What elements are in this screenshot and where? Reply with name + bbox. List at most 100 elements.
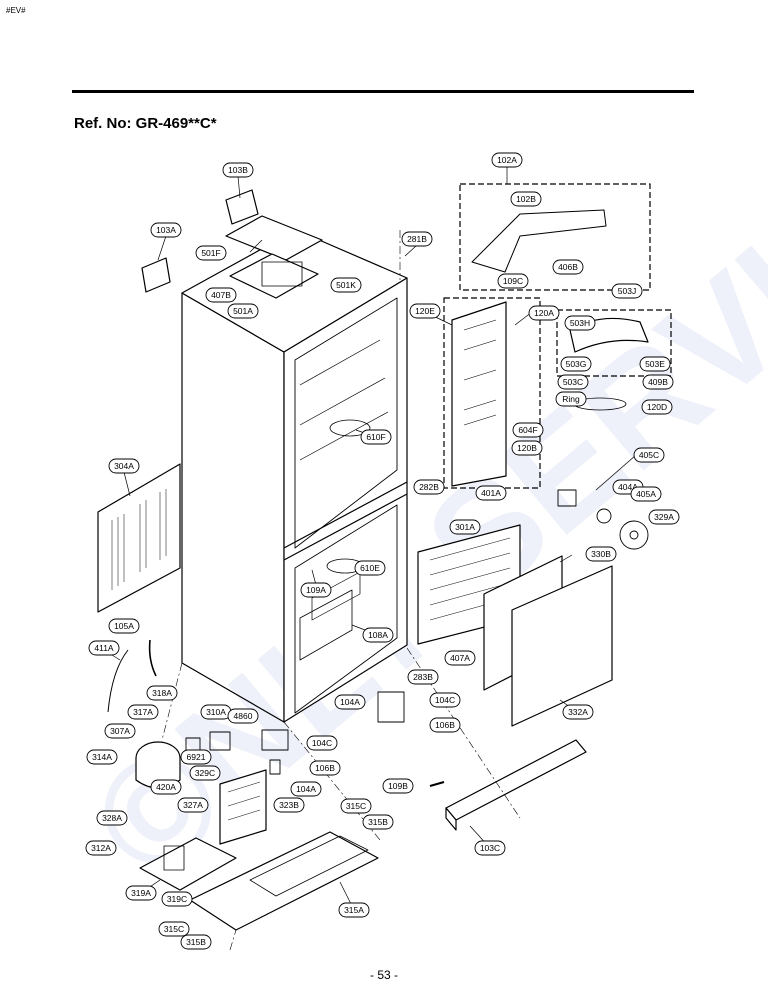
- callout-oval: [127, 704, 159, 720]
- callout-oval: [409, 303, 441, 319]
- callout-oval: [360, 429, 392, 445]
- callout-oval: [475, 485, 507, 501]
- cabinet-body: [181, 229, 408, 723]
- callout-label: 105A: [114, 621, 134, 631]
- callout-label: 103B: [228, 165, 248, 175]
- callout-label: 501A: [233, 306, 253, 316]
- callout-label: 501F: [201, 248, 220, 258]
- callout-label: 501K: [336, 280, 356, 290]
- part-callout-103a: 103A: [150, 222, 182, 238]
- part-callout-420a: 420A: [150, 779, 182, 795]
- part-callout-323b: 323B: [273, 797, 305, 813]
- callout-oval: [158, 921, 190, 937]
- callout-label: 304A: [114, 461, 134, 471]
- callout-oval: [180, 934, 212, 950]
- callout-label: 329A: [654, 512, 674, 522]
- callout-oval: [290, 781, 322, 797]
- callout-label: 420A: [156, 782, 176, 792]
- callout-oval: [309, 760, 341, 776]
- callout-label: 405A: [636, 489, 656, 499]
- callout-label: 104C: [435, 695, 455, 705]
- callout-oval: [413, 479, 445, 495]
- corner-tag: #EV#: [6, 6, 26, 15]
- part-callout-315b: 315B: [180, 934, 212, 950]
- callout-label: 409B: [648, 377, 668, 387]
- callout-label: 407B: [211, 290, 231, 300]
- callout-oval: [85, 840, 117, 856]
- callout-oval: [88, 640, 120, 656]
- callout-oval: [611, 283, 643, 299]
- part-callout-120b: 120B: [511, 440, 543, 456]
- callout-label: 330B: [591, 549, 611, 559]
- callout-oval: [104, 723, 136, 739]
- part-callout-4860: 4860: [227, 708, 259, 724]
- header-rule: [72, 90, 694, 93]
- callout-oval: [630, 486, 662, 502]
- callout-oval: [150, 222, 182, 238]
- part-callout-310a: 310A: [200, 704, 232, 720]
- part-callout-281b: 281B: [401, 231, 433, 247]
- part-callout-307a: 307A: [104, 723, 136, 739]
- reference-number-title: Ref. No: GR-469**C*: [74, 115, 217, 132]
- part-callout-104c: 104C: [429, 692, 461, 708]
- callout-oval: [429, 692, 461, 708]
- callout-label: 109B: [388, 781, 408, 791]
- callout-label: 406B: [558, 262, 578, 272]
- rear-cover: [97, 463, 181, 613]
- callout-oval: [86, 749, 118, 765]
- callout-label: 109C: [503, 276, 523, 286]
- part-callout-103b: 103B: [222, 162, 254, 178]
- part-callout-503c: 503C: [557, 374, 589, 390]
- callout-label: 307A: [110, 726, 130, 736]
- callout-oval: [108, 618, 140, 634]
- part-callout-318a: 318A: [146, 685, 178, 701]
- callout-label: 108A: [368, 630, 388, 640]
- callout-oval: [300, 582, 332, 598]
- part-callout-104c: 104C: [306, 735, 338, 751]
- bottom-front-cover: [445, 739, 587, 831]
- part-callout-503g: 503G: [560, 356, 592, 372]
- callout-label: Ring: [562, 394, 580, 404]
- callout-oval: [401, 231, 433, 247]
- callout-label: 328A: [102, 813, 122, 823]
- callout-oval: [511, 440, 543, 456]
- callout-label: 312A: [91, 843, 111, 853]
- callout-oval: [382, 778, 414, 794]
- callout-oval: [449, 519, 481, 535]
- callout-label: 319C: [167, 894, 187, 904]
- part-callout-6921: 6921: [180, 749, 212, 765]
- callout-label: 317A: [133, 707, 153, 717]
- part-callout-405c: 405C: [633, 447, 665, 463]
- callout-oval: [512, 422, 544, 438]
- fan-parts: [557, 489, 649, 550]
- callout-label: 411A: [94, 643, 114, 653]
- callout-oval: [146, 685, 178, 701]
- callout-label: 323B: [279, 800, 299, 810]
- callout-label: 104A: [340, 697, 360, 707]
- callout-oval: [491, 152, 523, 168]
- callout-oval: [560, 356, 592, 372]
- callout-oval: [205, 287, 237, 303]
- callout-label: 6921: [187, 752, 206, 762]
- callout-oval: [338, 902, 370, 918]
- part-callout-317a: 317A: [127, 704, 159, 720]
- callout-label: 503G: [566, 359, 587, 369]
- callout-oval: [528, 305, 560, 321]
- part-callout-304a: 304A: [108, 458, 140, 474]
- part-callout-406b: 406B: [552, 259, 584, 275]
- callout-label: 103C: [480, 843, 500, 853]
- callout-label: 109A: [306, 585, 326, 595]
- part-callout-610f: 610F: [360, 429, 392, 445]
- part-callout-503j: 503J: [611, 283, 643, 299]
- part-callout-409b: 409B: [642, 374, 674, 390]
- callout-oval: [306, 735, 338, 751]
- callout-label: 282B: [419, 482, 439, 492]
- part-callout-610e: 610E: [354, 560, 386, 576]
- part-callout-315a: 315A: [338, 902, 370, 918]
- callout-oval: [552, 259, 584, 275]
- part-callout-501k: 501K: [330, 277, 362, 293]
- callout-oval: [564, 315, 596, 331]
- callout-oval: [330, 277, 362, 293]
- callout-label: 120B: [517, 443, 537, 453]
- part-callout-407b: 407B: [205, 287, 237, 303]
